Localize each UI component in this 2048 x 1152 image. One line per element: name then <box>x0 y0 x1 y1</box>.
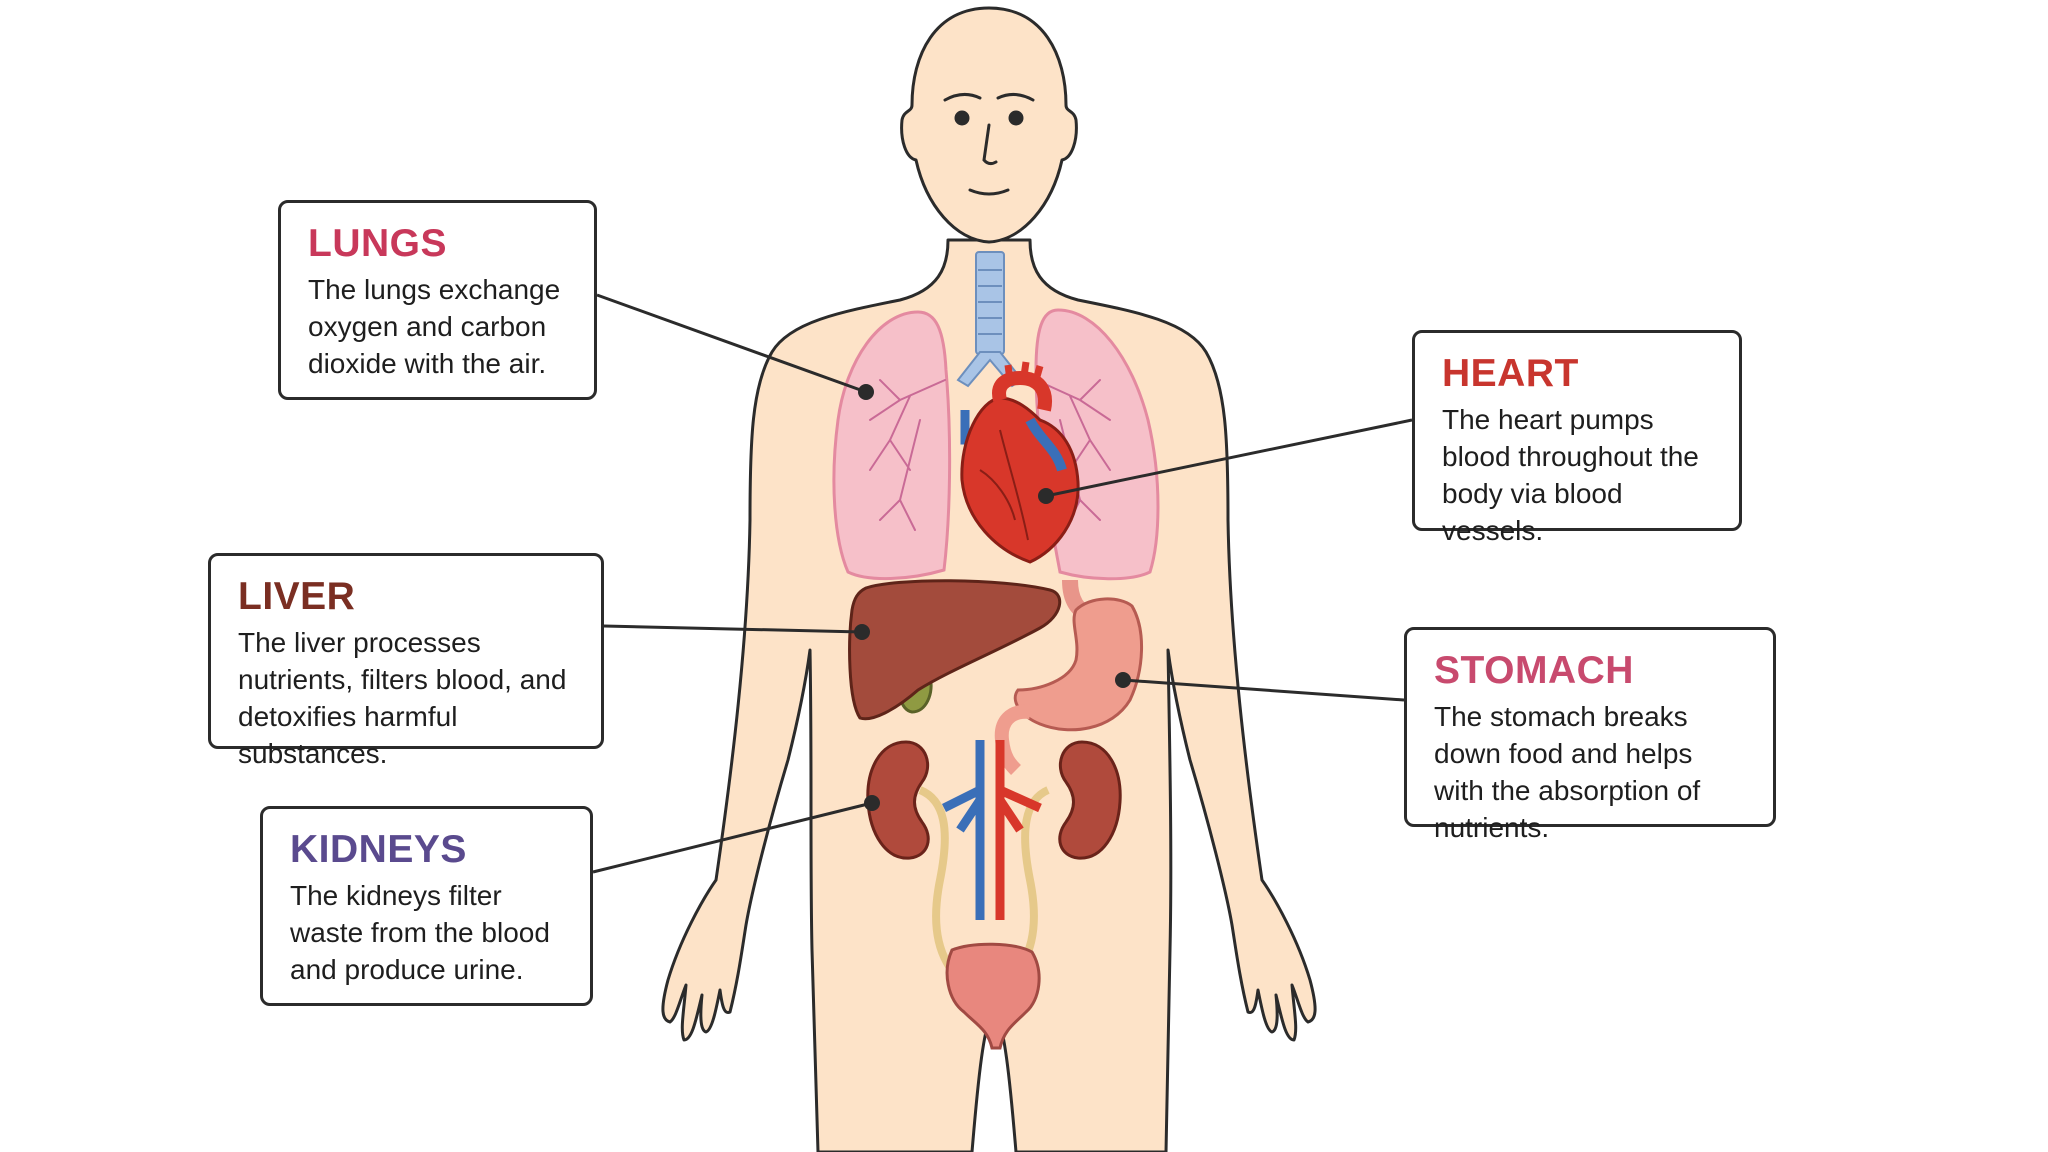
right-eye <box>1008 110 1024 126</box>
kidneys-description: The kidneys filter waste from the blood … <box>290 880 550 985</box>
kidneys-leader-line <box>592 801 873 874</box>
lungs-leader-line <box>596 293 867 394</box>
face <box>943 93 1035 196</box>
aorta <box>992 370 1052 412</box>
left-eye <box>954 110 970 126</box>
heart-leader-line <box>1045 418 1413 498</box>
left-eyebrow <box>943 93 982 102</box>
left-lung <box>832 310 952 580</box>
kidneys-title: KIDNEYS <box>290 828 467 871</box>
liver-label-box: LIVER The liver processes nutrients, fil… <box>208 553 604 769</box>
heart-title: HEART <box>1442 352 1579 395</box>
liver-description: The liver processes nutrients, filters b… <box>238 627 567 769</box>
nose <box>982 123 998 166</box>
kidneys-label-box: KIDNEYS The kidneys filter waste from th… <box>260 806 593 1006</box>
bladder <box>945 942 1041 1050</box>
lungs-pointer-dot <box>858 384 874 400</box>
liver-shape <box>848 579 1062 721</box>
liver-title: LIVER <box>238 575 356 618</box>
vena-cava-lower <box>941 740 985 920</box>
heart <box>960 361 1080 564</box>
aorta-lower <box>995 740 1042 920</box>
right-eyebrow <box>996 93 1035 102</box>
mouth <box>968 188 1010 196</box>
heart-label-box: HEART The heart pumps blood throughout t… <box>1412 330 1742 546</box>
stomach-shape <box>1013 597 1144 732</box>
stomach-label-box: STOMACH The stomach breaks down food and… <box>1404 627 1776 843</box>
right-kidney <box>1058 740 1122 860</box>
liver-pointer-dot <box>854 624 870 640</box>
kidneys-pointer-dot <box>864 795 880 811</box>
lungs-title: LUNGS <box>308 222 447 265</box>
left-kidney <box>866 740 930 860</box>
lungs-description: The lungs exchange oxygen and carbon dio… <box>308 274 561 379</box>
heart-pointer-dot <box>1038 488 1054 504</box>
lungs-label-box: LUNGS The lungs exchange oxygen and carb… <box>278 200 597 400</box>
stomach-title: STOMACH <box>1434 649 1634 692</box>
heart-description: The heart pumps blood throughout the bod… <box>1442 404 1699 546</box>
liver <box>848 579 1062 721</box>
liver-leader-line <box>603 624 863 634</box>
stomach-description: The stomach breaks down food and helps w… <box>1434 701 1701 843</box>
stomach-leader-line <box>1122 678 1405 702</box>
stomach-pointer-dot <box>1115 672 1131 688</box>
urinary-system <box>866 740 1122 1050</box>
pulmonary-vessel <box>1025 417 1067 472</box>
leader-lines <box>592 293 1413 874</box>
